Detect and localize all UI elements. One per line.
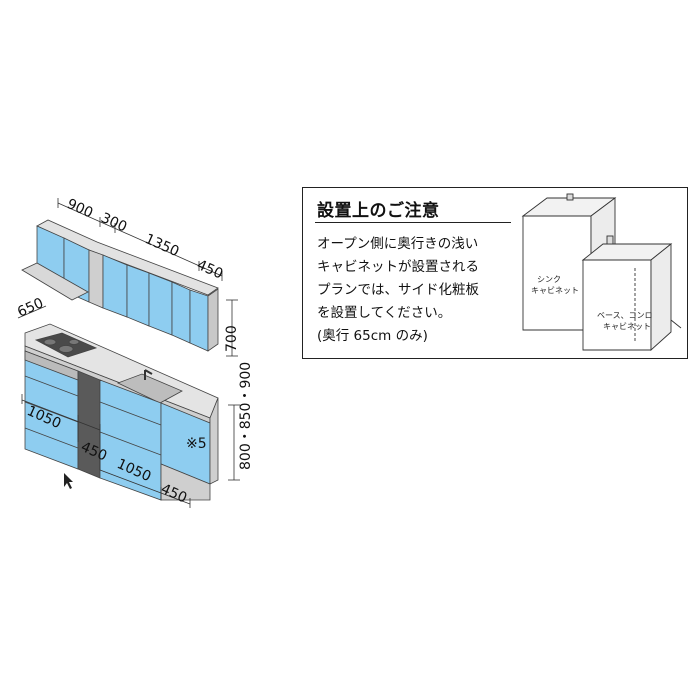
dim-counter-depth-650: 650 xyxy=(15,295,46,320)
side-panel-illustration: シンク キャビネット ベース、コンロ キャビネット xyxy=(521,193,682,352)
upper-cabinets xyxy=(21,219,219,352)
upper-door xyxy=(189,289,209,352)
lower-cabinets xyxy=(24,323,219,501)
burner xyxy=(68,339,80,345)
dishwasher xyxy=(77,370,101,479)
mouse-cursor-icon xyxy=(64,473,73,489)
notice-line-1: オープン側に奥行きの浅い xyxy=(317,236,479,252)
notice-line-5: (奥行 65cm のみ) xyxy=(317,328,428,344)
dim-upper-300: 300 xyxy=(98,210,129,235)
upper-side-panel xyxy=(207,288,219,352)
notice-title: 設置上のご注意 xyxy=(317,201,440,221)
burner xyxy=(43,338,57,346)
upper-door xyxy=(102,254,128,318)
dim-upper-450: 450 xyxy=(194,257,225,282)
notice-line-2: キャビネットが設置される xyxy=(317,259,479,275)
open-shelf xyxy=(21,262,89,301)
illustration-label-base-2: キャビネット xyxy=(603,322,651,331)
installation-notice-panel: 設置上のご注意 オープン側に奥行きの浅い キャビネットが設置される プランでは、… xyxy=(302,187,688,359)
notice-title-underline xyxy=(315,222,511,223)
sink-basin xyxy=(116,373,183,404)
note-mark: ※5 xyxy=(186,436,207,452)
burner xyxy=(58,345,74,353)
illustration-label-base-1: ベース、コンロ xyxy=(597,311,653,320)
lower-dimension-lines xyxy=(17,305,240,508)
upper-door xyxy=(126,264,150,327)
upper-door xyxy=(171,281,191,344)
base-side-panel xyxy=(209,397,219,485)
dim-upper-height-700: 700 xyxy=(224,325,240,352)
illustration-label-sink-1: シンク xyxy=(537,275,561,284)
dim-upper-1350: 1350 xyxy=(142,231,181,260)
upper-door xyxy=(148,272,173,336)
notice-line-4: を設置してください。 xyxy=(317,305,452,321)
upper-filler-panel xyxy=(88,249,104,309)
dim-counter-heights: 800・850・900 xyxy=(238,362,254,470)
upper-dimension-lines xyxy=(57,198,238,357)
notice-line-3: プランでは、サイド化粧板 xyxy=(317,282,479,298)
illustration-label-sink-2: キャビネット xyxy=(531,286,579,295)
